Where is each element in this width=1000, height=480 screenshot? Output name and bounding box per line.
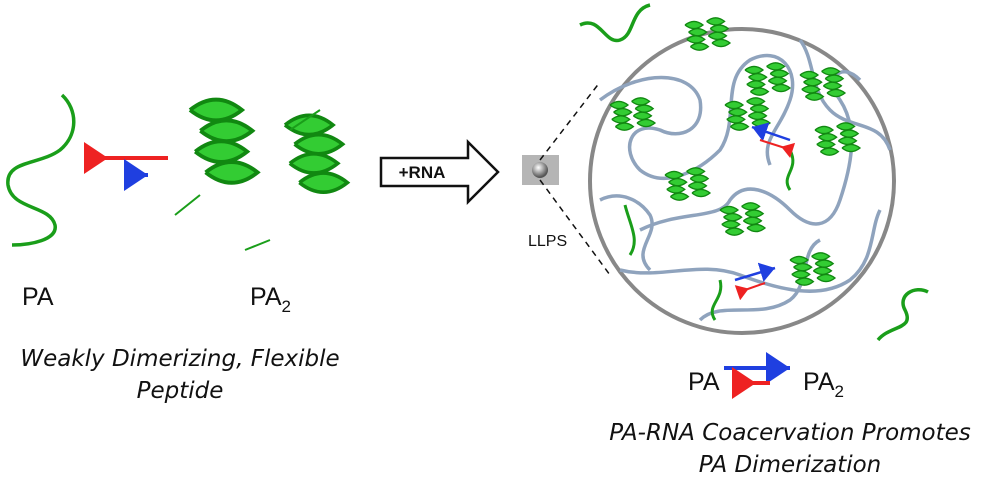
left-caption-line2: Peptide	[137, 378, 224, 404]
dimer-label: PA2	[250, 283, 291, 316]
monomer-peptide	[6, 93, 76, 247]
monomer-label: PA	[22, 283, 54, 311]
droplet-icon	[532, 162, 548, 178]
right-monomer-label: PA	[688, 368, 720, 396]
llps-label: LLPS	[528, 233, 567, 250]
coacervate-droplet	[588, 18, 896, 335]
rna-arrow-label: +RNA	[399, 163, 446, 182]
outside-monomer-top	[579, 3, 651, 43]
right-dimer-label: PA2	[803, 368, 844, 401]
left-caption-line1: Weakly Dimerizing, Flexible	[20, 346, 339, 372]
dimer-structure	[174, 97, 350, 251]
right-caption-line1: PA-RNA Coacervation Promotes	[609, 420, 971, 446]
rna-addition-arrow	[379, 138, 500, 206]
outside-monomer-right	[876, 288, 929, 342]
right-caption-line2: PA Dimerization	[699, 452, 882, 478]
